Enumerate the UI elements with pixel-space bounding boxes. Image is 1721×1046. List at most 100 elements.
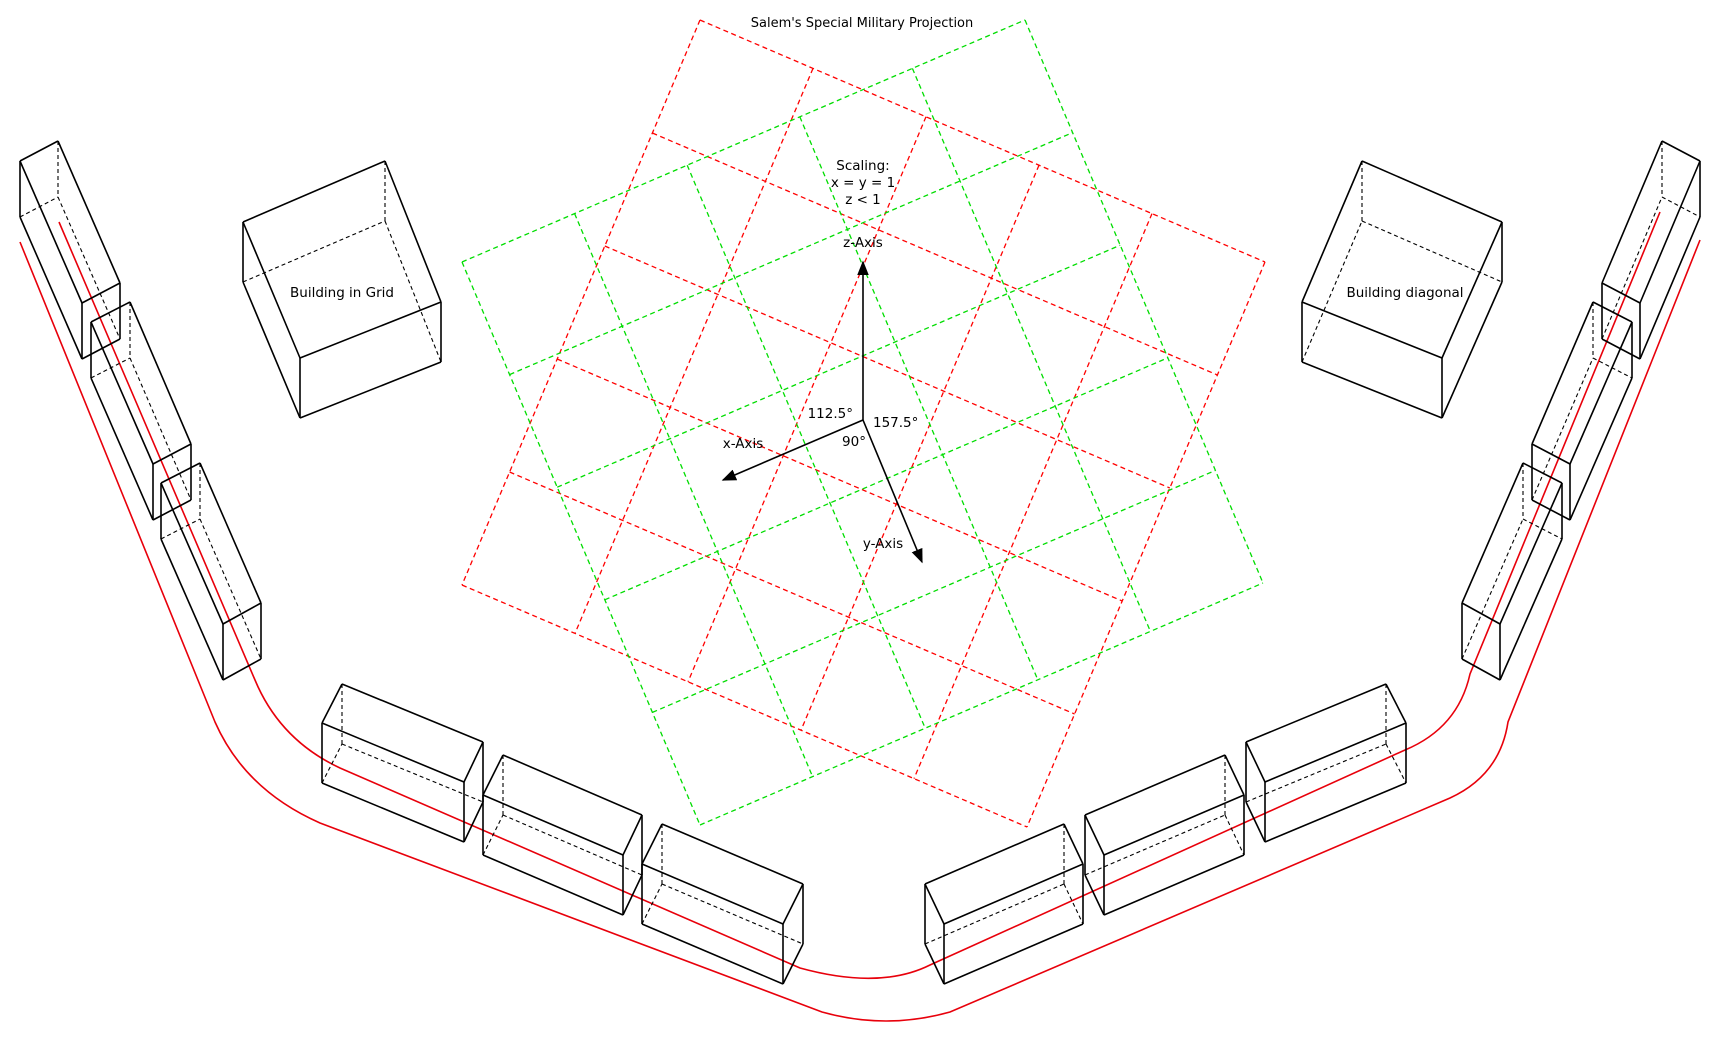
box-hidden-edge bbox=[502, 814, 643, 876]
scaling-heading: Scaling: bbox=[836, 158, 889, 174]
box-edge bbox=[160, 462, 201, 484]
box-edge bbox=[1224, 754, 1245, 796]
box-edge bbox=[1084, 814, 1105, 856]
road-outer-edge bbox=[19, 239, 1701, 1022]
y-axis-arrow bbox=[862, 419, 923, 564]
box-edge bbox=[1264, 722, 1407, 783]
box-hidden-edge bbox=[199, 518, 262, 660]
box-edge bbox=[242, 221, 301, 359]
box-edge bbox=[81, 338, 121, 360]
box-hidden-edge bbox=[1522, 518, 1563, 540]
box-edge bbox=[1084, 754, 1226, 816]
box-edge bbox=[1639, 216, 1701, 360]
box-edge bbox=[641, 863, 784, 925]
box-edge bbox=[622, 814, 643, 856]
box-edge bbox=[19, 140, 59, 162]
box-edge bbox=[482, 794, 624, 856]
box-edge bbox=[321, 722, 465, 783]
box-edge bbox=[482, 754, 504, 796]
box-edge bbox=[242, 281, 301, 419]
box-edge bbox=[782, 943, 804, 985]
box-edge bbox=[1461, 462, 1524, 604]
box-hidden-edge bbox=[482, 814, 504, 856]
box-edge bbox=[641, 823, 663, 865]
box-edge bbox=[81, 282, 121, 304]
buildings-group bbox=[19, 140, 1701, 985]
box-edge bbox=[463, 741, 484, 783]
grid-green-line-v bbox=[509, 132, 1073, 376]
grid-green-line-v bbox=[699, 582, 1264, 826]
box-hidden-edge bbox=[1592, 357, 1633, 379]
box-edge bbox=[1084, 874, 1105, 916]
box-edge bbox=[129, 301, 192, 445]
box-hidden-edge bbox=[1601, 196, 1663, 340]
angle-xz-label: 112.5° bbox=[808, 406, 853, 422]
box-hidden-edge bbox=[1301, 220, 1363, 363]
left-box-3 bbox=[160, 462, 262, 681]
left-box-1 bbox=[19, 140, 121, 360]
x-axis-arrow bbox=[721, 419, 864, 481]
box-edge bbox=[1301, 160, 1363, 303]
box-edge bbox=[90, 377, 154, 521]
right-box-2 bbox=[1531, 301, 1633, 521]
box-hidden-edge bbox=[129, 357, 192, 501]
box-edge bbox=[1264, 782, 1407, 843]
box-edge bbox=[1245, 683, 1387, 743]
box-hidden-edge bbox=[57, 196, 121, 340]
grid-green-line-u bbox=[911, 68, 1151, 632]
bottom-right-box-1 bbox=[924, 823, 1084, 985]
grid-green-line-v bbox=[652, 469, 1216, 713]
angle-yz-label: 157.5° bbox=[873, 415, 918, 431]
grid-green-line-u bbox=[1024, 19, 1264, 584]
grid-red-line-v bbox=[652, 132, 1218, 376]
box-edge bbox=[622, 874, 643, 916]
left-box-2 bbox=[90, 301, 192, 521]
box-edge bbox=[1601, 140, 1663, 284]
box-edge bbox=[321, 782, 465, 843]
grid-red-line-v bbox=[461, 584, 1028, 828]
box-edge bbox=[502, 754, 643, 816]
x-axis-label: x-Axis bbox=[723, 436, 764, 452]
box-edge bbox=[1441, 281, 1503, 419]
grid-red-line-u bbox=[687, 116, 927, 683]
box-hidden-edge bbox=[1224, 814, 1245, 856]
box-edge bbox=[1661, 140, 1701, 162]
bottom-left-box-2 bbox=[482, 754, 643, 916]
box-edge bbox=[1531, 443, 1571, 465]
y-axis-label: y-Axis bbox=[863, 536, 903, 552]
box-edge bbox=[1592, 301, 1633, 323]
box-edge bbox=[152, 443, 192, 465]
box-edge bbox=[1361, 160, 1503, 223]
box-edge bbox=[1301, 301, 1443, 359]
road-inner-edge bbox=[58, 211, 1661, 980]
box-edge bbox=[299, 301, 442, 359]
grid-red bbox=[461, 19, 1266, 828]
building-in-grid-label: Building in Grid bbox=[290, 285, 394, 301]
box-hidden-edge bbox=[1661, 196, 1701, 218]
box-hidden-edge bbox=[661, 883, 804, 945]
box-edge bbox=[19, 160, 83, 304]
bottom-left-box-3 bbox=[641, 823, 804, 985]
box-edge bbox=[242, 160, 386, 223]
box-hidden-edge bbox=[1531, 357, 1594, 501]
box-edge bbox=[943, 923, 1084, 985]
box-edge bbox=[1639, 160, 1701, 304]
box-edge bbox=[1499, 538, 1563, 681]
box-edge bbox=[463, 801, 484, 843]
box-edge bbox=[90, 301, 131, 323]
grid-green-line-u bbox=[461, 261, 701, 826]
grid-green bbox=[461, 19, 1264, 826]
box-edge bbox=[199, 462, 262, 604]
box-edge bbox=[1569, 321, 1633, 465]
box-edge bbox=[90, 321, 154, 465]
diagram-title: Salem's Special Military Projection bbox=[751, 16, 974, 31]
bottom-left-box-1 bbox=[321, 683, 484, 843]
scaling-xy: x = y = 1 bbox=[831, 175, 895, 191]
box-hidden-edge bbox=[1063, 883, 1084, 925]
angle-xy-label: 90° bbox=[842, 434, 866, 450]
grid-green-line-u bbox=[799, 116, 1039, 681]
box-edge bbox=[641, 923, 784, 985]
box-edge bbox=[341, 683, 484, 743]
right-box-1 bbox=[1601, 140, 1701, 360]
